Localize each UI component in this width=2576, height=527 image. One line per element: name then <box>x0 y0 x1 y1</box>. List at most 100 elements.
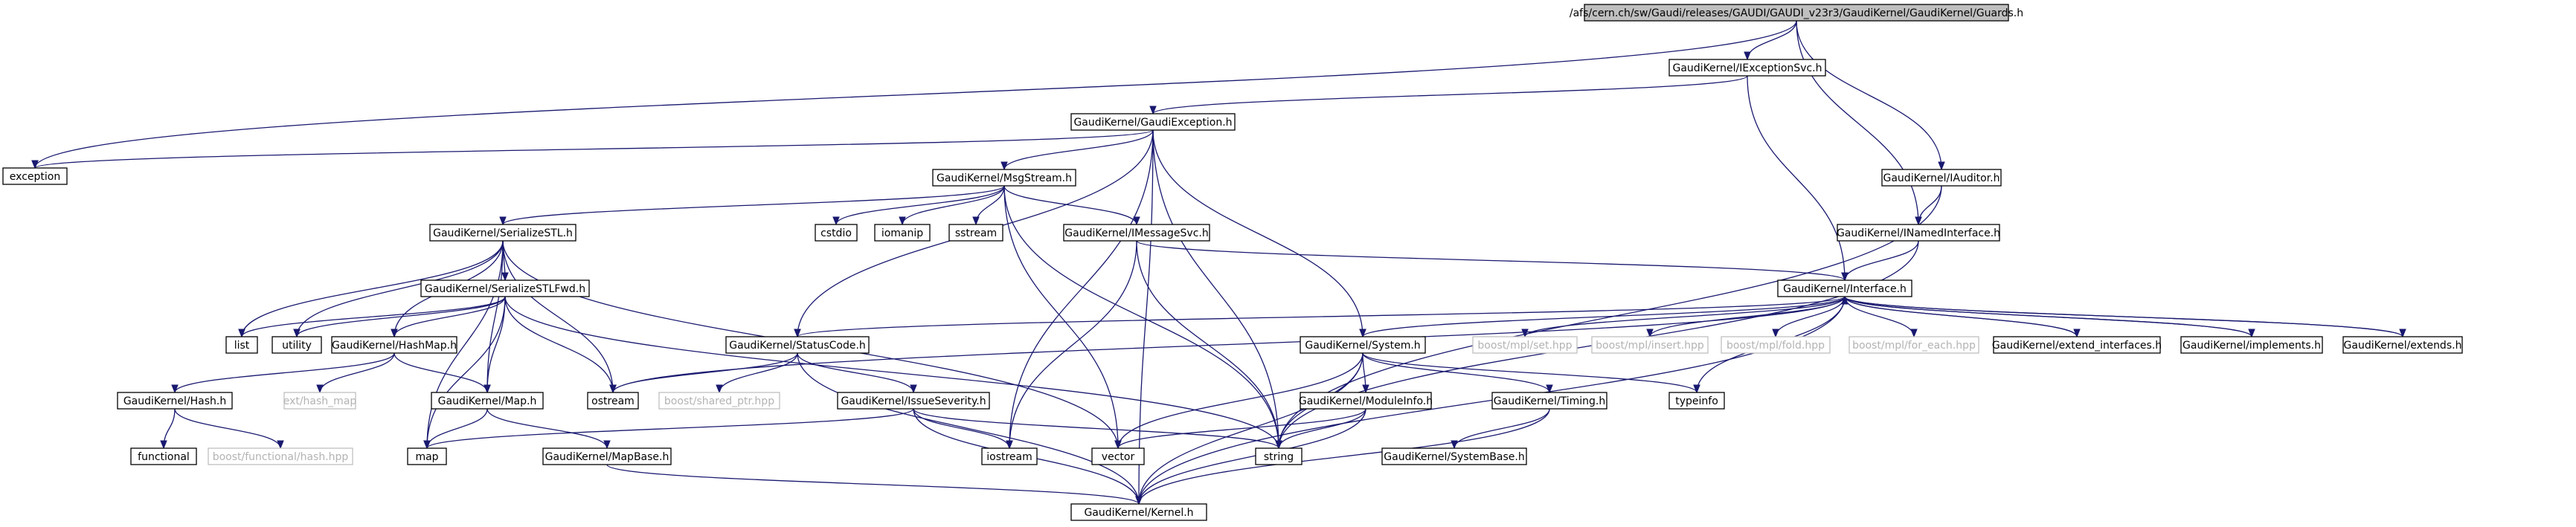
edge-serializestlfwd-to-hashmap <box>394 296 506 337</box>
edge-msgstream-to-cstdio <box>835 185 1005 225</box>
node-serializestl[interactable]: GaudiKernel/SerializeSTL.h <box>429 224 576 242</box>
node-hashmap[interactable]: GaudiKernel/HashMap.h <box>331 336 457 354</box>
node-system[interactable]: GaudiKernel/System.h <box>1300 336 1426 354</box>
node-utility[interactable]: utility <box>272 336 322 354</box>
node-issueseverity[interactable]: GaudiKernel/IssueSeverity.h <box>837 392 990 410</box>
node-iomanip[interactable]: iomanip <box>874 224 931 242</box>
edge-issueseverity-to-string <box>913 408 1279 449</box>
node-vector[interactable]: vector <box>1091 447 1145 465</box>
node-box-iexceptionsvc <box>1668 59 1826 77</box>
node-extends[interactable]: GaudiKernel/extends.h <box>2342 336 2463 354</box>
node-hash[interactable]: GaudiKernel/Hash.h <box>117 392 233 410</box>
arrowhead-interface-to-insertHpp <box>1646 329 1654 338</box>
node-iexceptionsvc[interactable]: GaudiKernel/IExceptionSvc.h <box>1668 59 1826 77</box>
node-ostream[interactable]: ostream <box>587 392 639 410</box>
arrowhead-system-to-typeinfo <box>1693 384 1700 394</box>
node-setHpp: boost/mpl/set.hpp <box>1472 336 1578 354</box>
edge-serializestlfwd-to-utility <box>296 296 506 337</box>
arrowhead-hashmap-to-hash <box>171 384 179 394</box>
node-label-statuscode: GaudiKernel/StatusCode.h <box>729 340 866 352</box>
edge-mapH-to-mapbase <box>486 408 608 449</box>
edge-serializestl-to-utility <box>296 240 504 337</box>
arrowhead-interface-to-extendinterfaces <box>2073 329 2081 338</box>
node-statuscode[interactable]: GaudiKernel/StatusCode.h <box>725 336 870 354</box>
node-box-extends <box>2342 336 2463 354</box>
node-label-extendinterfaces: GaudiKernel/extend_interfaces.h <box>1992 340 2162 352</box>
node-boosthash: boost/functional/hash.hpp <box>208 447 353 465</box>
edge-hash-to-boosthash <box>174 408 281 449</box>
edge-msgstream-to-vector <box>1003 185 1119 449</box>
node-iauditor[interactable]: GaudiKernel/IAuditor.h <box>1881 169 2002 187</box>
node-interface[interactable]: GaudiKernel/Interface.h <box>1777 279 1912 297</box>
node-moduleinfo[interactable]: GaudiKernel/ModuleInfo.h <box>1299 392 1433 410</box>
node-box-serializestl <box>429 224 576 242</box>
node-label-exception: exception <box>10 171 60 183</box>
node-box-extendinterfaces <box>1993 336 2161 354</box>
edge-imessagesvc-to-iostream <box>1009 240 1137 449</box>
node-box-exception <box>2 167 68 185</box>
node-extendinterfaces[interactable]: GaudiKernel/extend_interfaces.h <box>1992 336 2162 354</box>
node-exception[interactable]: exception <box>2 167 68 185</box>
edge-system-to-timing <box>1362 352 1550 393</box>
node-typeinfo[interactable]: typeinfo <box>1668 392 1725 410</box>
edge-interface-to-foreachHpp <box>1844 296 1915 337</box>
edge-serializestlfwd-to-ostream <box>504 296 614 393</box>
arrowhead-interface-to-foldHpp <box>1772 329 1779 338</box>
arrowhead-guards-to-iexceptionsvc <box>1744 51 1751 61</box>
node-label-iexceptionsvc: GaudiKernel/IExceptionSvc.h <box>1673 62 1822 74</box>
arrowhead-msgstream-to-serializestl <box>499 216 507 226</box>
node-label-mapH: GaudiKernel/Map.h <box>438 395 537 407</box>
node-string[interactable]: string <box>1255 447 1303 465</box>
node-timing[interactable]: GaudiKernel/Timing.h <box>1491 392 1607 410</box>
node-insertHpp: boost/mpl/insert.hpp <box>1591 336 1709 354</box>
arrowhead-statuscode-to-ostream <box>609 384 617 394</box>
node-gaudiexception[interactable]: GaudiKernel/GaudiException.h <box>1070 113 1236 131</box>
node-iostream[interactable]: iostream <box>981 447 1038 465</box>
node-label-sharedptr: boost/shared_ptr.hpp <box>664 395 774 407</box>
node-exthashmap: ext/hash_map <box>283 392 356 410</box>
node-mapH[interactable]: GaudiKernel/Map.h <box>431 392 544 410</box>
node-box-timing <box>1491 392 1607 410</box>
node-mapbase[interactable]: GaudiKernel/MapBase.h <box>542 447 672 465</box>
arrowhead-serializestl-to-serializestlfwd <box>501 272 509 282</box>
node-box-mapH <box>431 392 544 410</box>
edge-issueseverity-to-map <box>426 408 914 449</box>
node-map[interactable]: map <box>407 447 447 465</box>
edge-serializestlfwd-to-list <box>241 296 506 337</box>
node-box-cstdio <box>815 224 858 242</box>
node-box-hash <box>117 392 233 410</box>
arrowhead-interface-to-foreachHpp <box>1910 329 1918 338</box>
arrowhead-issueseverity-to-map <box>423 440 431 450</box>
node-list[interactable]: list <box>225 336 258 354</box>
node-label-timing: GaudiKernel/Timing.h <box>1494 395 1605 407</box>
node-box-guards <box>1584 4 2009 22</box>
node-inamedinterface[interactable]: GaudiKernel/INamedInterface.h <box>1837 224 2000 242</box>
node-imessagesvc[interactable]: GaudiKernel/IMessageSvc.h <box>1063 224 1210 242</box>
arrowhead-hashmap-to-mapH <box>484 384 491 394</box>
node-kernel[interactable]: GaudiKernel/Kernel.h <box>1070 503 1207 521</box>
node-box-implements <box>2180 336 2323 354</box>
node-label-inamedinterface: GaudiKernel/INamedInterface.h <box>1837 227 2000 239</box>
node-guards[interactable]: /afs/cern.ch/sw/Gaudi/releases/GAUDI/GAU… <box>1570 4 2023 22</box>
node-implements[interactable]: GaudiKernel/implements.h <box>2180 336 2323 354</box>
edge-iexceptionsvc-to-gaudiexception <box>1152 75 1748 114</box>
node-label-vector: vector <box>1102 451 1135 463</box>
arrowhead-statuscode-to-issueseverity <box>910 384 917 394</box>
edge-moduleinfo-to-vector <box>1117 408 1366 449</box>
node-box-insertHpp <box>1591 336 1709 354</box>
node-serializestlfwd[interactable]: GaudiKernel/SerializeSTLFwd.h <box>420 279 590 297</box>
node-sstream[interactable]: sstream <box>948 224 1003 242</box>
node-label-serializestl: GaudiKernel/SerializeSTL.h <box>433 227 573 239</box>
arrowhead-statuscode-to-sharedptr <box>716 384 723 394</box>
node-functional[interactable]: functional <box>130 447 197 465</box>
node-systembase[interactable]: GaudiKernel/SystemBase.h <box>1381 447 1527 465</box>
edge-gaudiexception-to-kernel <box>1138 129 1154 505</box>
node-cstdio[interactable]: cstdio <box>815 224 858 242</box>
node-label-extends: GaudiKernel/extends.h <box>2344 340 2462 352</box>
node-msgstream[interactable]: GaudiKernel/MsgStream.h <box>932 169 1076 187</box>
node-label-moduleinfo: GaudiKernel/ModuleInfo.h <box>1299 395 1433 407</box>
edge-hashmap-to-exthashmap <box>319 352 395 393</box>
arrowhead-moduleinfo-to-vector <box>1114 440 1122 450</box>
edge-serializestl-to-mapH <box>486 240 504 393</box>
arrowhead-iexceptionsvc-to-gaudiexception <box>1149 106 1157 115</box>
